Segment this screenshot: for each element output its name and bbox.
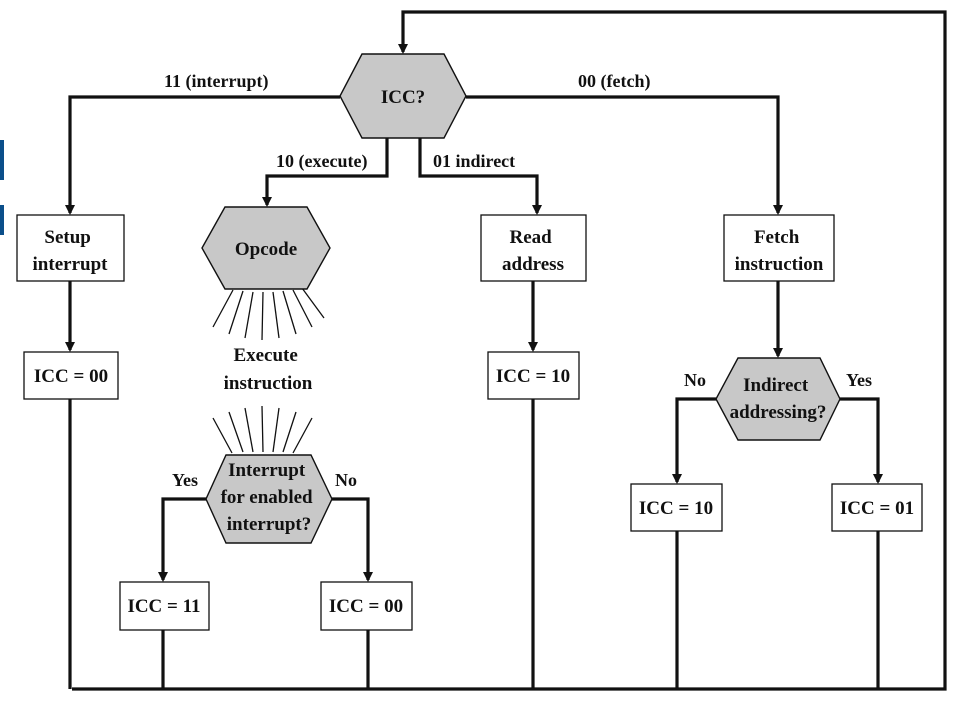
indirect-check-line-2: addressing? bbox=[730, 402, 827, 423]
left-accent-bar-top bbox=[0, 140, 4, 180]
read-address-line-1: Read bbox=[510, 227, 553, 248]
icc-set-10-mid-label: ICC = 10 bbox=[496, 366, 570, 387]
fetch-instruction-box: Fetch instruction bbox=[723, 214, 835, 282]
edge-label-indirect-no: No bbox=[684, 370, 706, 390]
svg-text:ICC = 00: ICC = 00 bbox=[34, 366, 108, 387]
edge-label-interrupt-yes: Yes bbox=[172, 470, 198, 490]
setup-interrupt-line-1: Setup bbox=[44, 227, 90, 248]
icc-set-01-box: ICC = 01 bbox=[831, 483, 923, 532]
interrupt-yes-line bbox=[158, 497, 206, 582]
icc-set-11-box: ICC = 11 bbox=[119, 581, 210, 631]
icc-set-01-label: ICC = 01 bbox=[840, 498, 914, 519]
icc-set-10-right-label: ICC = 10 bbox=[639, 498, 713, 519]
svg-text:Read address: Read address bbox=[502, 227, 564, 275]
svg-text:Setup interrupt: Setup interrupt bbox=[33, 227, 109, 275]
svg-text:Fetch instruction: Fetch instruction bbox=[735, 227, 824, 275]
svg-text:ICC = 10: ICC = 10 bbox=[639, 498, 713, 519]
edge-execute-line bbox=[262, 138, 389, 207]
read-address-line-2: address bbox=[502, 254, 564, 275]
icc-set-00-exec-label: ICC = 00 bbox=[329, 596, 403, 617]
interrupt-check-line-2: for enabled bbox=[221, 487, 313, 508]
icc-set-00-left-label: ICC = 00 bbox=[34, 366, 108, 387]
interrupt-check-node: Interrupt for enabled interrupt? bbox=[205, 454, 333, 544]
icc-set-00-left-box: ICC = 00 bbox=[23, 351, 119, 400]
indirect-check-line-1: Indirect bbox=[743, 375, 809, 396]
edge-label-fetch: 00 (fetch) bbox=[578, 71, 650, 92]
left-accent-bar-bottom bbox=[0, 205, 4, 235]
icc-set-10-mid-box: ICC = 10 bbox=[487, 351, 580, 400]
edge-interrupt-line bbox=[65, 95, 340, 215]
svg-text:ICC = 10: ICC = 10 bbox=[496, 366, 570, 387]
icc-decision-label: ICC? bbox=[381, 87, 425, 108]
interrupt-check-line-1: Interrupt bbox=[228, 460, 306, 481]
icc-decision-node: ICC? bbox=[339, 53, 467, 139]
edge-label-indirect: 01 indirect bbox=[433, 151, 515, 171]
edge-indirect-line bbox=[418, 138, 542, 215]
svg-text:ICC = 00: ICC = 00 bbox=[329, 596, 403, 617]
edge-label-execute: 10 (execute) bbox=[276, 151, 367, 172]
edge-label-interrupt-no: No bbox=[335, 470, 357, 490]
icc-set-11-label: ICC = 11 bbox=[127, 596, 200, 617]
svg-text:ICC = 01: ICC = 01 bbox=[840, 498, 914, 519]
setup-interrupt-line-2: interrupt bbox=[33, 254, 109, 275]
icc-set-10-right-box: ICC = 10 bbox=[630, 483, 723, 532]
svg-text:Indirect addressing?: Indirect addressing? bbox=[730, 375, 827, 423]
indirect-check-node: Indirect addressing? bbox=[715, 357, 841, 441]
svg-text:Interrupt for enabled: Interrupt for enabled interrupt? bbox=[221, 460, 318, 535]
svg-text:Opcode: Opcode bbox=[235, 239, 297, 260]
execute-rays-top bbox=[212, 287, 325, 341]
svg-text:ICC = 11: ICC = 11 bbox=[127, 596, 200, 617]
interrupt-no-line bbox=[332, 497, 373, 582]
execute-instruction-label: Execute instruction bbox=[224, 345, 313, 394]
edge-label-interrupt: 11 (interrupt) bbox=[164, 71, 268, 92]
icc-set-00-exec-box: ICC = 00 bbox=[320, 581, 413, 631]
indirect-yes-line bbox=[840, 397, 883, 484]
edge-fetch-line bbox=[466, 95, 783, 215]
fetch-instruction-line-1: Fetch bbox=[754, 227, 800, 248]
read-address-box: Read address bbox=[480, 214, 587, 282]
execute-rays-bottom bbox=[212, 405, 313, 454]
fetch-instruction-line-2: instruction bbox=[735, 254, 824, 275]
opcode-node: Opcode bbox=[201, 206, 331, 290]
edge-label-indirect-yes: Yes bbox=[846, 370, 872, 390]
return-bus-line bbox=[72, 10, 947, 691]
opcode-label: Opcode bbox=[235, 239, 297, 260]
interrupt-check-line-3: interrupt? bbox=[227, 514, 311, 535]
setup-interrupt-box: Setup interrupt bbox=[16, 214, 125, 282]
indirect-no-line bbox=[672, 397, 716, 484]
